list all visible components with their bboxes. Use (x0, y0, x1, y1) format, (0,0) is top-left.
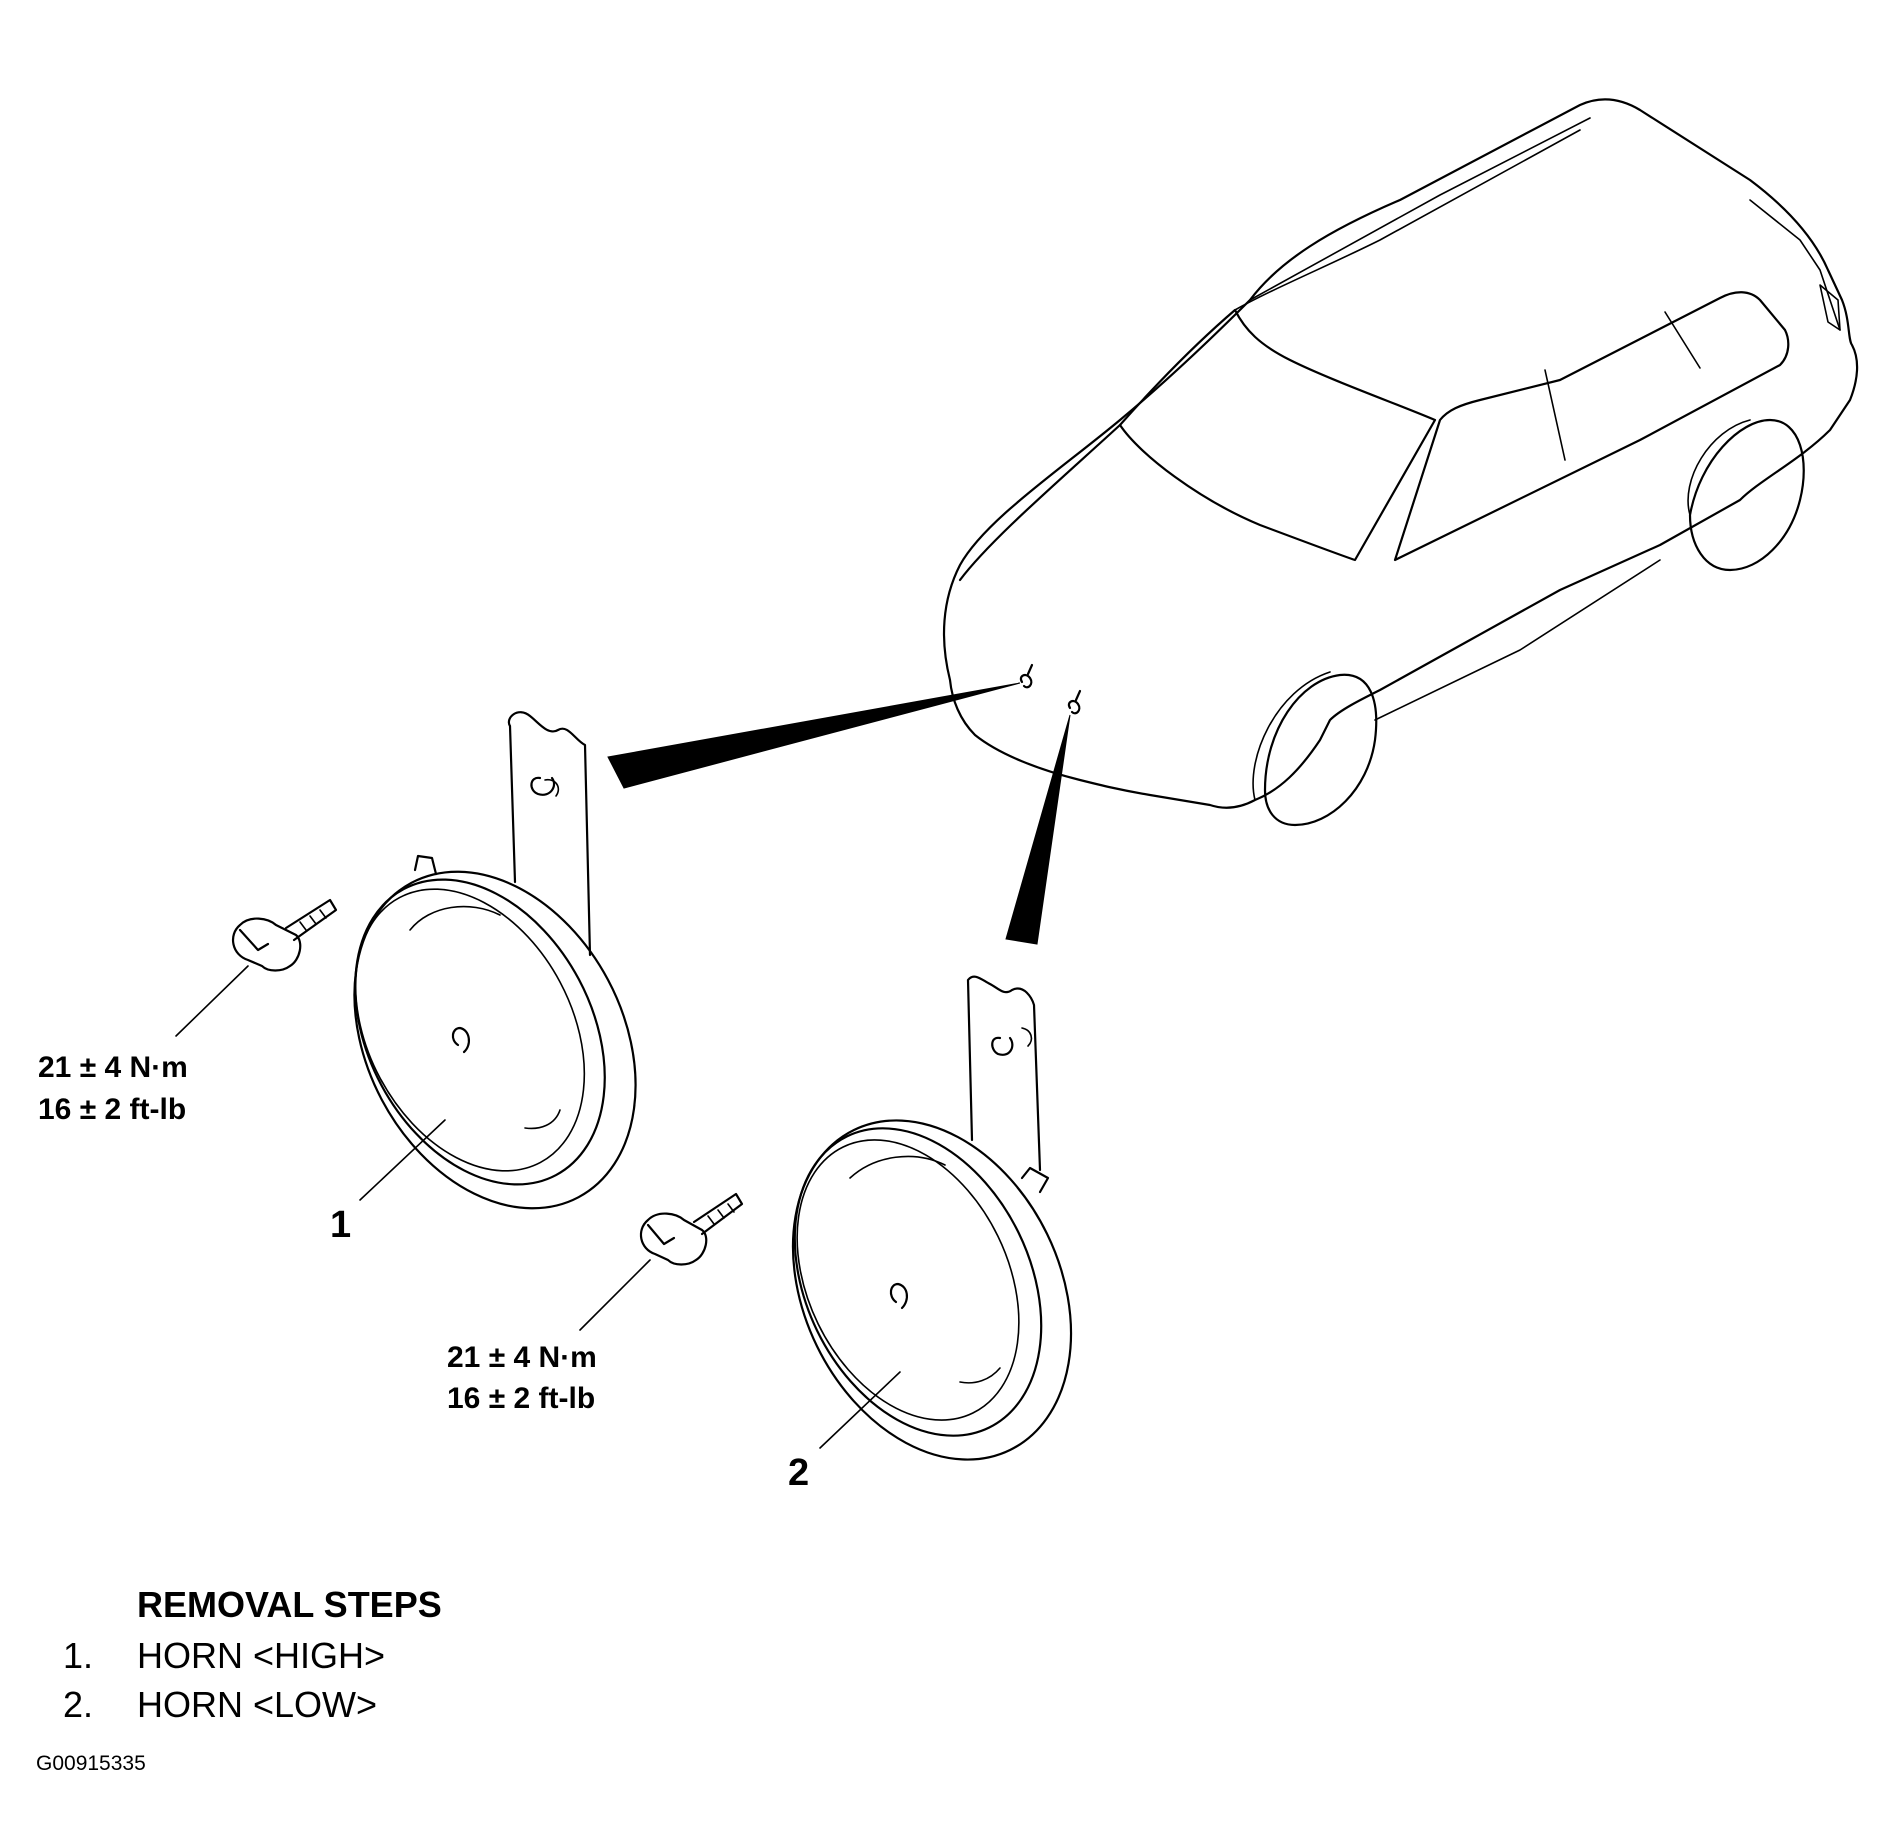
removal-step-1-number: 1. (63, 1635, 93, 1676)
vehicle-body-outline (942, 98, 1859, 809)
torque-low-imperial: 16 ± 2 ft-lb (447, 1382, 595, 1415)
rear-light (1819, 284, 1841, 331)
side-windows (1393, 291, 1790, 562)
horn-low-pointer (1005, 714, 1071, 945)
removal-steps-title: REMOVAL STEPS (137, 1584, 442, 1625)
horn-high-pointer (607, 682, 1021, 789)
callout-1: 1 (330, 1204, 351, 1246)
torque-high-metric: 21 ± 4 N·m (38, 1051, 188, 1084)
horn-high (353, 711, 637, 1210)
b-pillar (1544, 369, 1566, 461)
horn-low (791, 975, 1073, 1461)
removal-steps: REMOVAL STEPS 1. HORN <HIGH> 2. HORN <LO… (63, 1584, 442, 1725)
horn-low-bracket (966, 975, 1042, 1172)
horn-high-bolt (175, 898, 338, 1037)
torque-low-metric: 21 ± 4 N·m (447, 1341, 597, 1374)
horn-high-location-mark (1019, 663, 1034, 689)
horn-high-bracket (507, 711, 592, 957)
callout-2-leader (819, 1371, 901, 1449)
windshield (1118, 308, 1437, 562)
removal-step-2-label: HORN <LOW> (137, 1684, 377, 1725)
callout-2: 2 (788, 1452, 809, 1494)
windshield-top-trim (1234, 129, 1581, 311)
horn-low-bolt (579, 1192, 744, 1331)
horn-low-location-mark (1067, 689, 1082, 715)
c-pillar (1664, 311, 1701, 369)
rear-wheel (1687, 418, 1805, 572)
front-wheel (1252, 671, 1378, 827)
figure-id: G00915335 (36, 1752, 146, 1775)
rear-hatch (1749, 199, 1841, 331)
hood-line (958, 423, 1122, 582)
removal-step-1-label: HORN <HIGH> (137, 1635, 385, 1676)
removal-step-2-number: 2. (63, 1684, 93, 1725)
torque-high-imperial: 16 ± 2 ft-lb (38, 1093, 186, 1126)
vehicle-illustration (607, 98, 1859, 945)
callout-1-leader (359, 1119, 446, 1201)
body-side-line (1374, 559, 1661, 721)
roof-line (1249, 117, 1591, 301)
